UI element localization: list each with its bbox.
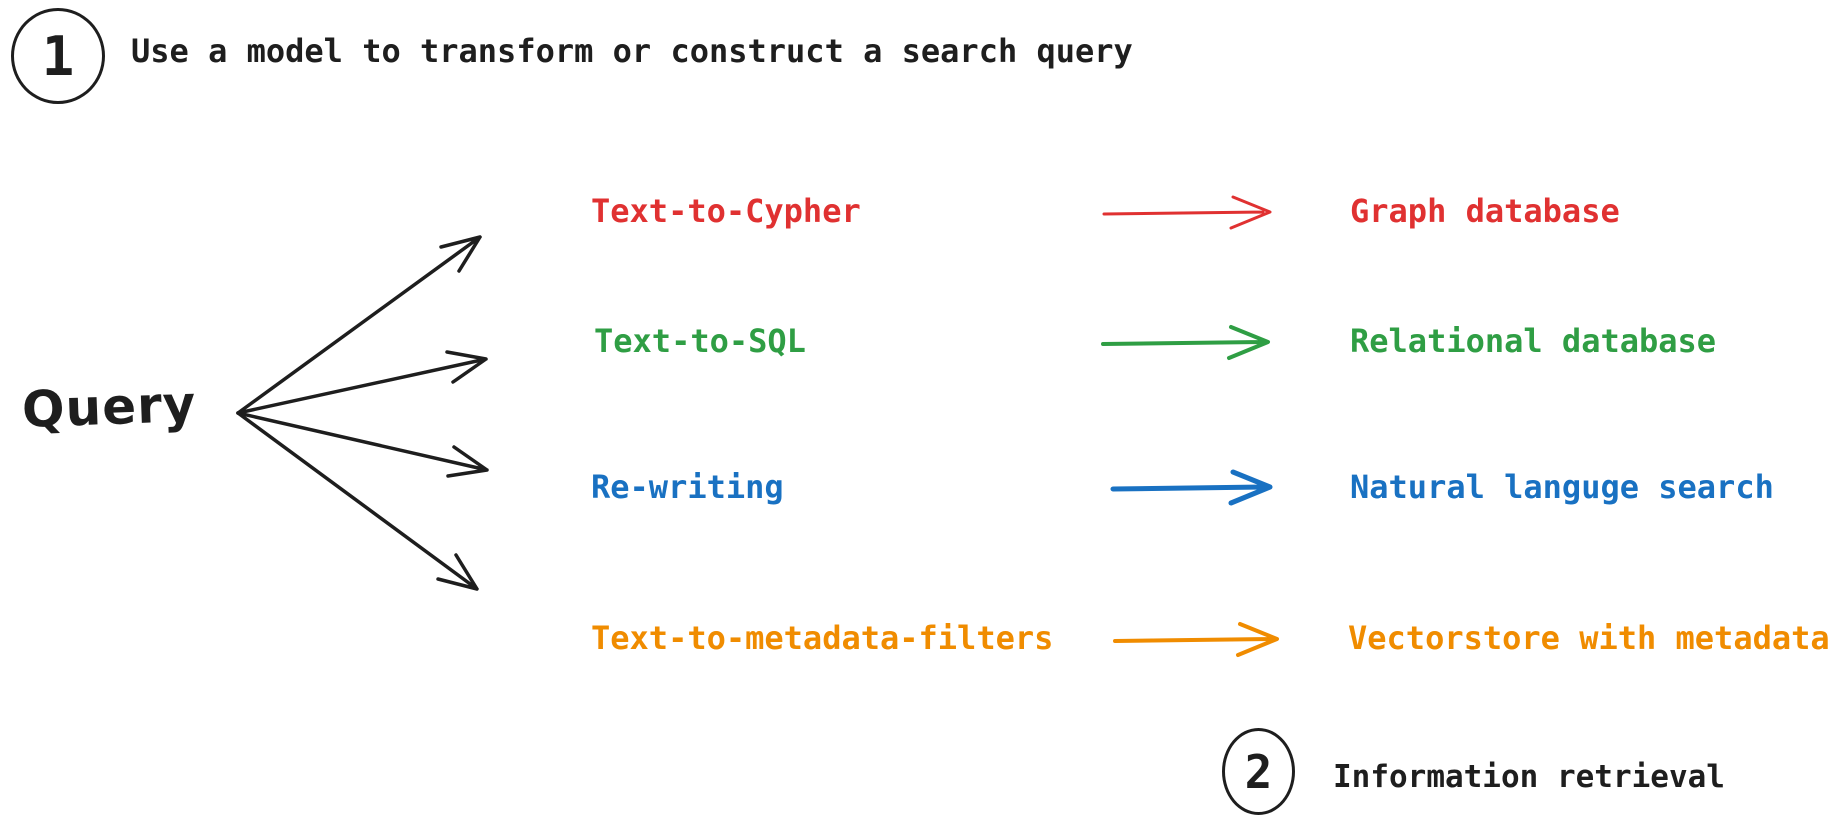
method-text-to-cypher: Text-to-Cypher	[591, 192, 861, 230]
arrow-orange	[1113, 622, 1279, 657]
blue-arrow	[1110, 469, 1273, 506]
fan-arrow-to-sql	[236, 350, 488, 415]
step-2-badge: 2	[1222, 728, 1295, 815]
arrow-green	[1101, 325, 1270, 360]
method-re-writing: Re-writing	[591, 468, 784, 506]
target-natural-language-search: Natural languge search	[1350, 468, 1774, 506]
step-2-number: 2	[1244, 744, 1273, 799]
step-1-title: Use a model to transform or construct a …	[131, 32, 1133, 70]
step-2-title: Information retrieval	[1333, 759, 1725, 795]
red-arrow	[1102, 195, 1272, 230]
green-arrow	[1101, 325, 1270, 360]
target-relational-database: Relational database	[1350, 322, 1717, 360]
fan-arrow-to-rewrite	[236, 411, 489, 478]
arrow-red	[1102, 195, 1272, 230]
fan-arrows	[236, 235, 489, 591]
fan-arrow-to-cypher	[236, 235, 482, 415]
step-1-badge: 1	[11, 8, 105, 104]
method-text-to-sql: Text-to-SQL	[594, 322, 806, 360]
orange-arrow	[1113, 622, 1279, 657]
target-graph-database: Graph database	[1350, 192, 1620, 230]
target-vectorstore-with-metadata: Vectorstore with metadata	[1348, 619, 1830, 657]
arrow-blue	[1110, 469, 1273, 506]
fan-arrow-to-filters	[236, 411, 479, 591]
step-1-number: 1	[41, 24, 75, 88]
method-text-to-metadata-filters: Text-to-metadata-filters	[591, 619, 1054, 657]
